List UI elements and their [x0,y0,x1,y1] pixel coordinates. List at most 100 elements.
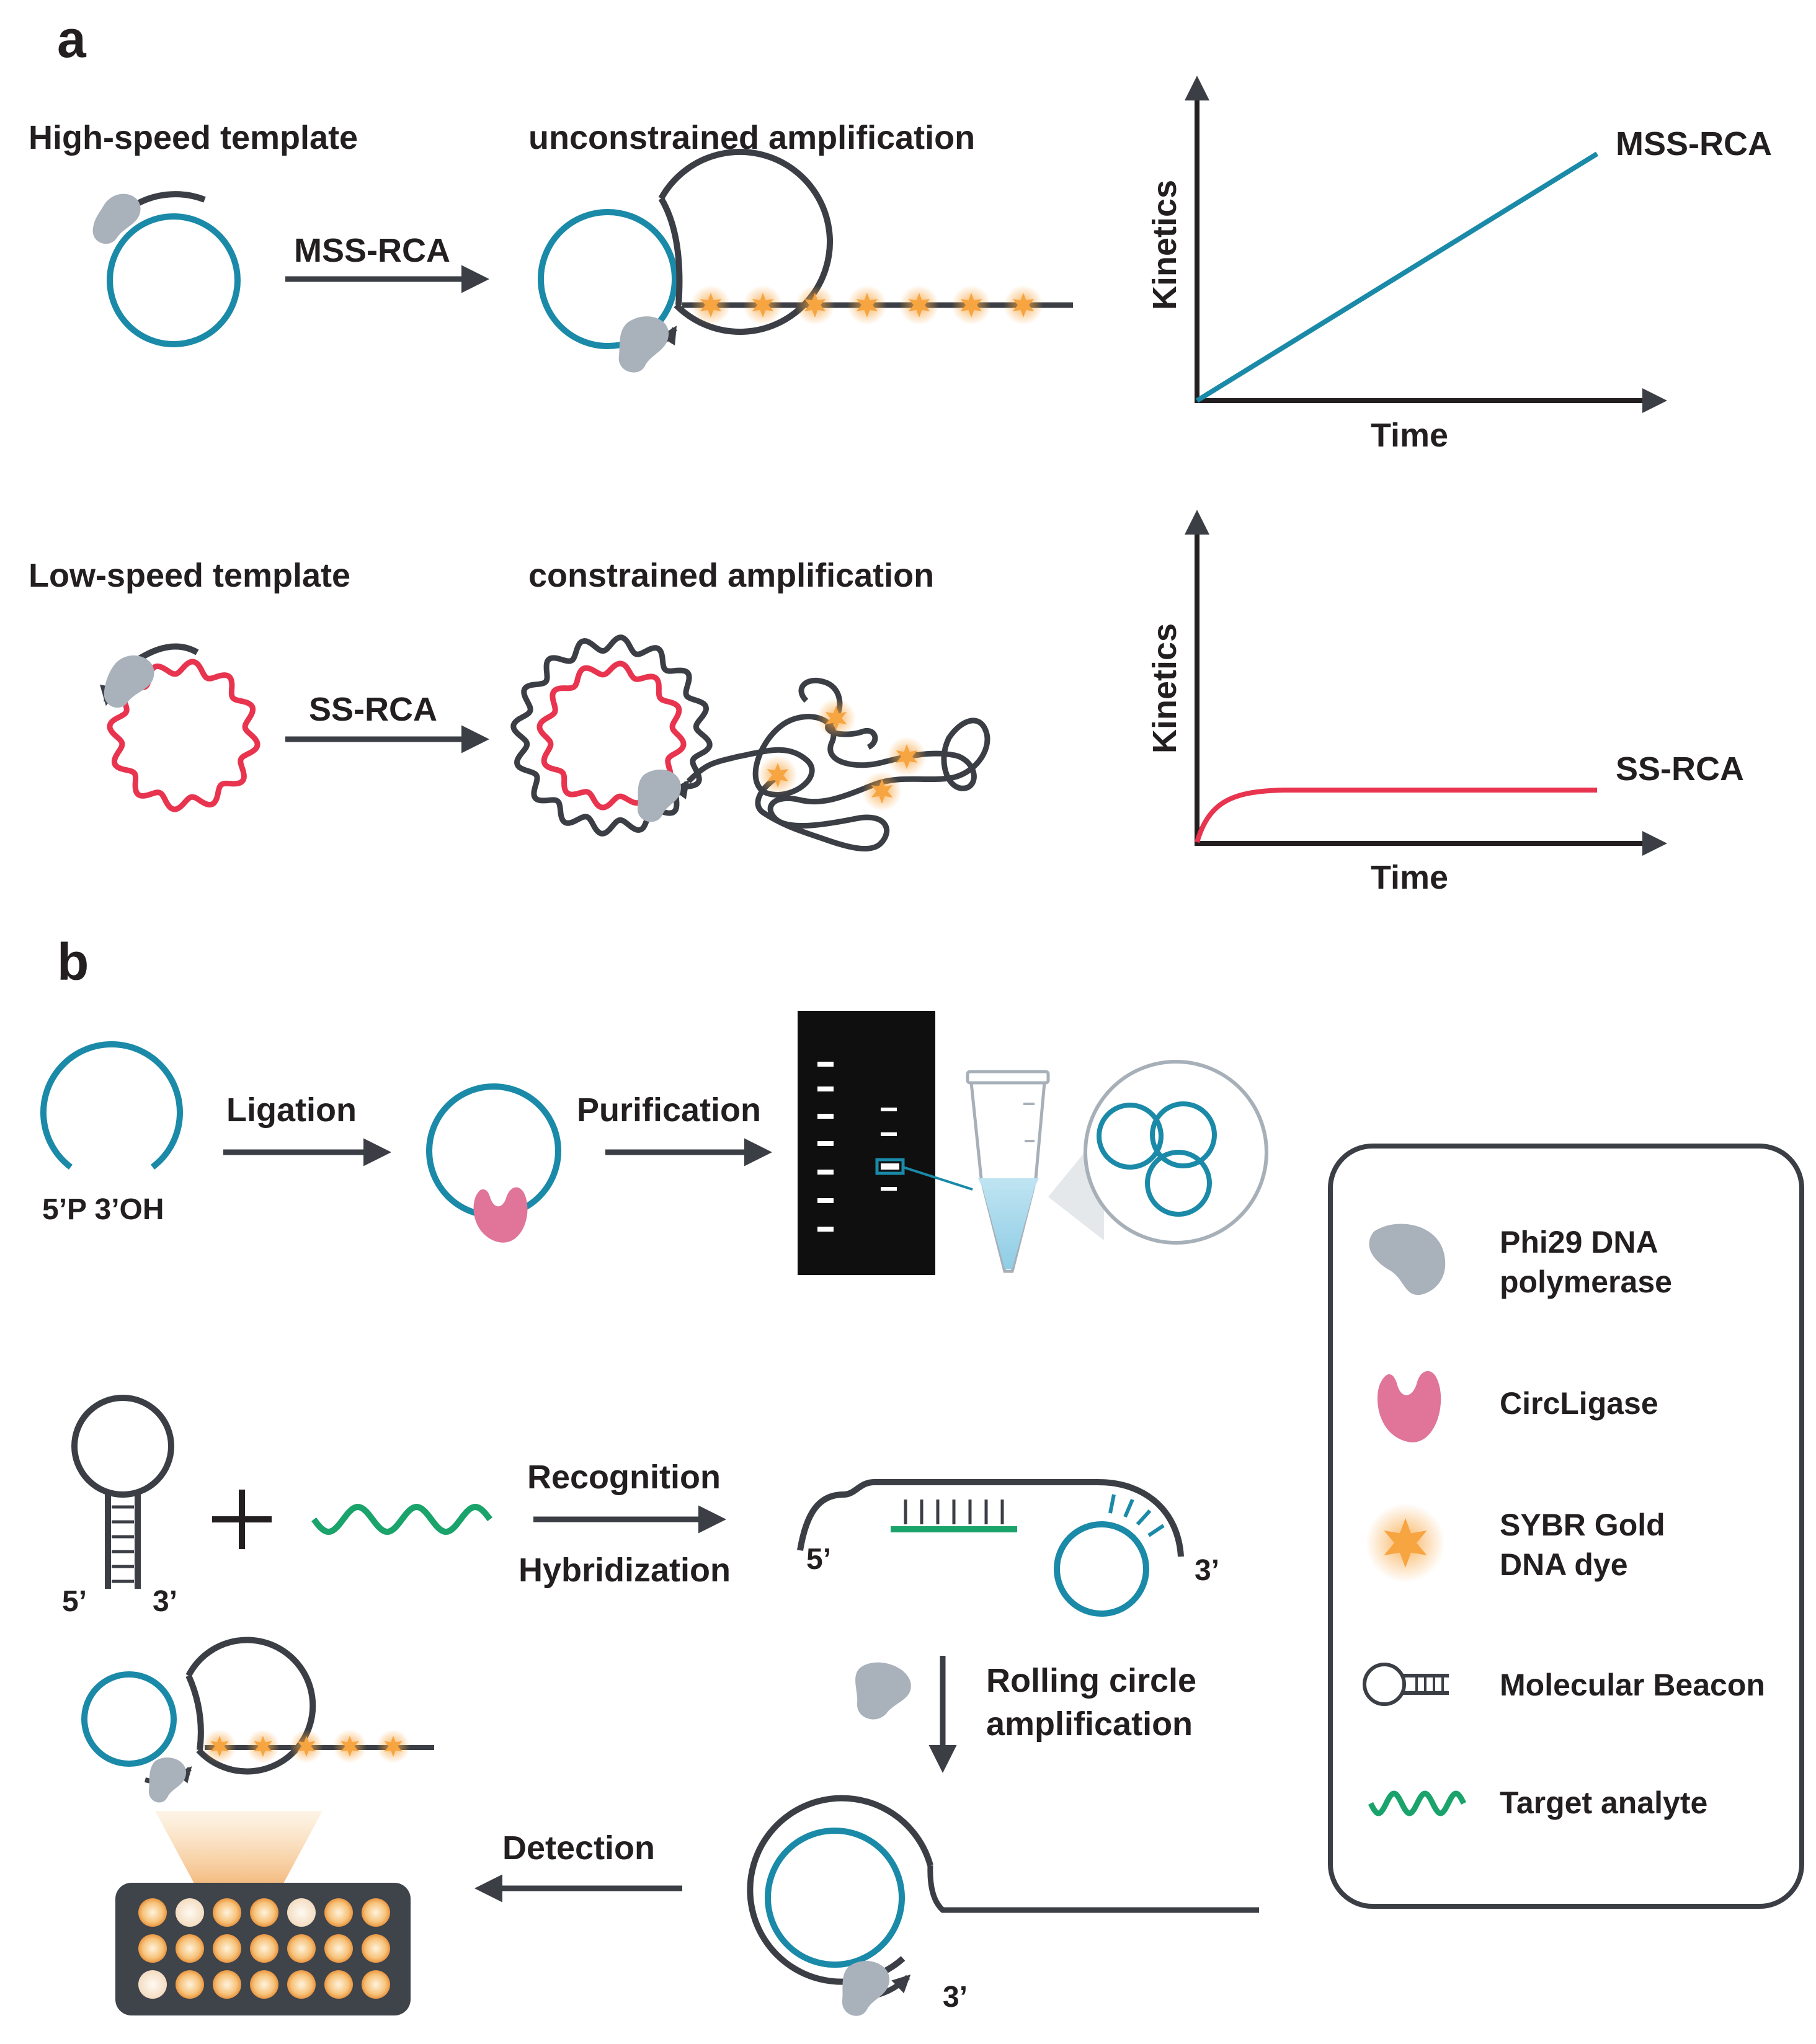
sybr-gold-star-icon [743,285,783,325]
constrained-amplification-label: constrained amplification [528,557,934,594]
well [287,1898,316,1927]
panel-b-label: b [57,933,89,991]
well [324,1898,353,1927]
sybr-gold-star-icon [332,1729,367,1764]
well [176,1934,204,1963]
sybr-gold-star-icon [289,1729,324,1764]
legend-phi29-line2: polymerase [1500,1264,1672,1299]
recognition-arrow: Recognition Hybridization [519,1459,731,1589]
hybrid-3-prime-label: 3’ [1195,1554,1219,1587]
sybr-gold-dye-stars [202,1729,411,1764]
well [287,1934,316,1963]
linear-template: 5’P 3’OH [40,1041,183,1226]
chart1-series-label: MSS-RCA [1616,125,1772,162]
phi29-polymerase-icon [104,655,154,708]
recognition-label: Recognition [527,1459,721,1496]
hybridized-complex: 5’ 3’ [797,1479,1219,1617]
sybr-gold-star-icon [847,285,887,325]
ligated-circle [426,1083,561,1243]
sybr-gold-dye-stars [758,698,927,811]
product-3-prime-label: 3’ [943,1981,968,2014]
legend-circligase-label: CircLigase [1500,1386,1658,1421]
legend-sybr-line1: SYBR Gold [1500,1508,1665,1542]
ss-rca-arrow: SS-RCA [285,691,489,753]
mss-rca-arrow-label: MSS-RCA [294,232,450,269]
molecular-beacon: 5’ 3’ [62,1395,177,1618]
detected-product [81,1637,434,1803]
sybr-gold-star-icon [862,771,902,811]
excised-band [875,1158,905,1175]
well [362,1970,390,1999]
well [362,1898,390,1927]
target-analyte [311,1503,492,1535]
sybr-gold-star-icon [758,755,798,795]
well [362,1934,390,1963]
chart2-xlabel: Time [1371,859,1448,896]
phi29-polymerase-icon [842,1960,890,2016]
chart1-xlabel: Time [1371,417,1448,454]
legend-phi29-icon [1369,1224,1446,1295]
sybr-gold-star-icon [899,285,939,325]
low-speed-template-circle [99,643,260,812]
microcentrifuge-tube [966,1070,1104,1273]
well [213,1934,241,1963]
sybr-gold-star-icon [246,1729,280,1764]
phi29-polymerase-icon [637,769,682,822]
legend-target-analyte-icon [1368,1790,1467,1816]
rca-label-line1: Rolling circle [986,1662,1196,1699]
well [213,1970,241,1999]
well [213,1898,241,1927]
sybr-gold-star-icon [202,1729,237,1764]
purification-arrow: Purification [577,1091,772,1166]
magnified-circles [1084,1060,1268,1245]
well [138,1934,167,1963]
sybr-gold-star-icon [1004,285,1043,325]
mss-rca-arrow: MSS-RCA [285,232,489,293]
mss-rca-kinetics-curve [1195,151,1599,403]
phi29-polymerase-icon [148,1757,187,1803]
phi29-polymerase-icon [92,193,141,244]
chart2-series-label: SS-RCA [1616,750,1744,788]
constrained-amplification-product [510,634,990,851]
well [250,1898,278,1927]
legend-sybr-gold-icon [1366,1503,1445,1583]
rca-product: 3’ [747,1795,1259,2016]
ss-rca-kinetics-curve [1195,788,1597,843]
hybrid-5-prime-label: 5’ [806,1543,831,1576]
high-speed-template-label: High-speed template [29,119,358,156]
legend-box: Phi29 DNA polymerase CircLigase SYBR Gol… [1328,1144,1804,1909]
sybr-gold-star-icon [1366,1503,1445,1583]
well [176,1970,204,1999]
ligation-arrow: Ligation [223,1091,391,1166]
unconstrained-amplification-product [538,149,1073,373]
well [324,1970,353,1999]
purification-label: Purification [577,1091,761,1129]
ligation-label: Ligation [226,1091,357,1129]
well [287,1970,316,1999]
well-plate [115,1883,411,2015]
beacon-3-prime-label: 3’ [153,1585,177,1618]
panel-a-label: a [57,10,87,68]
sybr-gold-star-icon [376,1729,411,1764]
chart-ss-rca: Kinetics Time SS-RCA [1146,510,1744,896]
fluorescence-beam [155,1811,323,1891]
legend-target-label: Target analyte [1500,1785,1707,1820]
detection-label: Detection [502,1829,655,1867]
sybr-gold-star-icon [691,285,731,325]
sybr-gold-star-icon [951,285,991,325]
sybr-gold-dye-stars [691,285,1043,325]
plus-icon [212,1490,272,1549]
rolling-circle-amplification-step: Rolling circle amplification [855,1656,1196,1773]
well [250,1934,278,1963]
legend-molecular-beacon-icon [1363,1663,1449,1706]
chart-mss-rca: Kinetics Time MSS-RCA [1146,76,1772,454]
sybr-gold-star-icon [795,285,835,325]
circligase-icon [473,1187,528,1243]
gel-image [798,1011,973,1275]
low-speed-template-label: Low-speed template [29,557,350,594]
beacon-5-prime-label: 5’ [62,1585,87,1618]
hybridization-label: Hybridization [519,1552,731,1589]
well [176,1898,204,1927]
legend-phi29-line1: Phi29 DNA [1500,1225,1658,1260]
well [324,1934,353,1963]
